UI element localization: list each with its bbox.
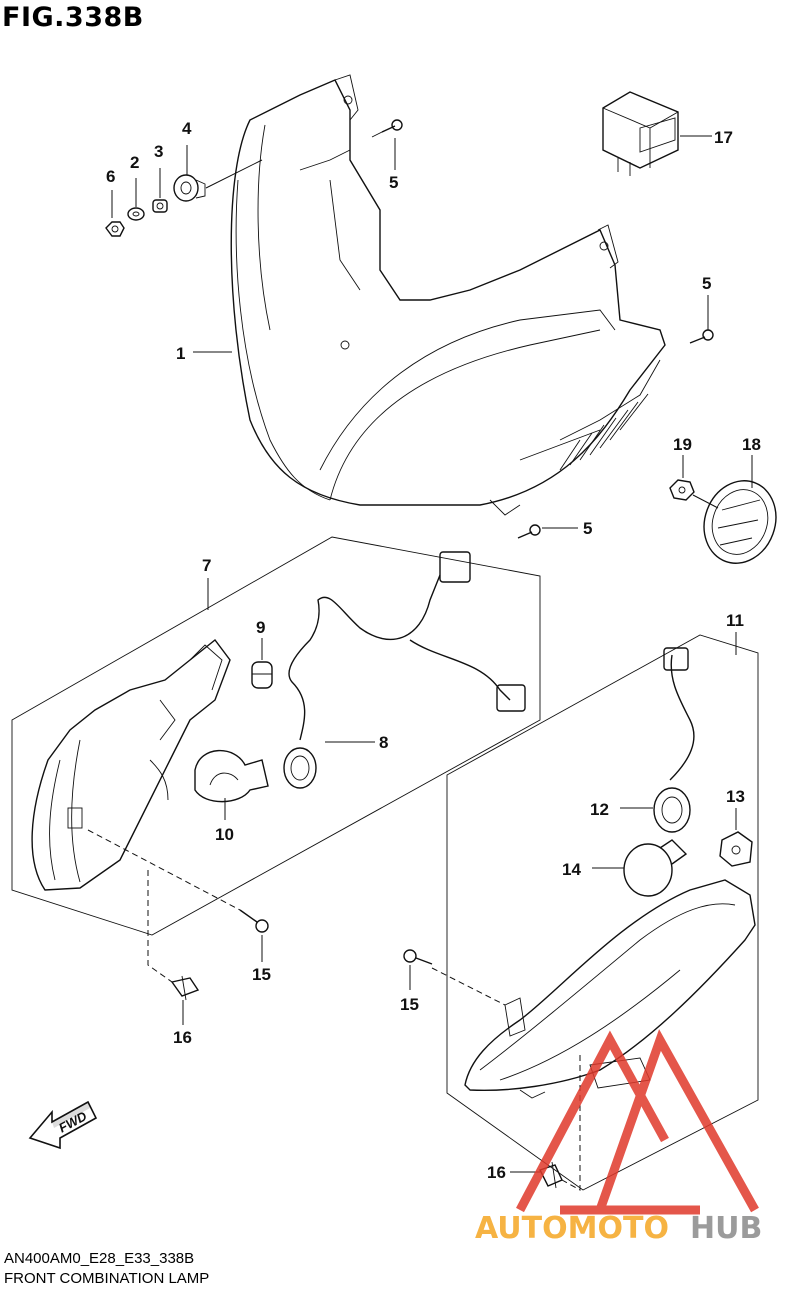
collar-3[interactable]: [152, 199, 168, 213]
callout-5-top: 5: [389, 173, 398, 192]
callout-2: 2: [130, 153, 139, 172]
callout-5-bottom: 5: [583, 519, 592, 538]
callout-8: 8: [379, 733, 388, 752]
callout-10: 10: [215, 825, 234, 844]
callout-14: 14: [562, 860, 581, 879]
callout-4: 4: [182, 119, 192, 138]
screw-5-top[interactable]: [371, 119, 403, 138]
callout-15-left: 15: [252, 965, 271, 984]
callout-9: 9: [256, 618, 265, 637]
figure-caption: FRONT COMBINATION LAMP: [4, 1270, 210, 1287]
clip-16-left[interactable]: [170, 975, 200, 1001]
callout-18: 18: [742, 435, 761, 454]
callout-17: 17: [714, 128, 733, 147]
washer-2[interactable]: [127, 207, 145, 221]
figure-title: FIG.338B: [2, 2, 144, 33]
callout-6: 6: [106, 167, 115, 186]
grommet-4[interactable]: [173, 174, 206, 202]
callout-13: 13: [726, 787, 745, 806]
screw-15-left[interactable]: [239, 909, 269, 933]
headlamp-housing[interactable]: [230, 74, 666, 516]
screw-5-bottom[interactable]: [517, 524, 541, 539]
callout-1: 1: [176, 344, 185, 363]
callout-3: 3: [154, 142, 163, 161]
bulb-10[interactable]: [194, 749, 269, 803]
watermark-text-b: HUB: [690, 1211, 762, 1246]
reflector-18[interactable]: [693, 471, 788, 574]
bulb-14[interactable]: [623, 839, 688, 897]
callout-16-right: 16: [487, 1163, 506, 1182]
group-box-11: [446, 634, 759, 1191]
grommet-13[interactable]: [719, 831, 753, 867]
group-box-7: [11, 536, 541, 936]
wire-harness-8[interactable]: [283, 551, 526, 789]
model-code: AN400AM0_E28_E33_338B: [4, 1250, 195, 1267]
callout-15-right: 15: [400, 995, 419, 1014]
nut-19[interactable]: [669, 479, 695, 501]
relay-17[interactable]: [602, 91, 679, 176]
callout-19: 19: [673, 435, 692, 454]
socket-12[interactable]: [653, 647, 695, 833]
screw-15-right[interactable]: [403, 949, 433, 965]
screw-5-right[interactable]: [689, 329, 714, 344]
callout-5-right: 5: [702, 274, 711, 293]
callout-7: 7: [202, 556, 211, 575]
left-turn-signal-lamp[interactable]: [31, 639, 231, 891]
watermark-text-a: AUTOMOTO: [475, 1211, 669, 1246]
grommet-9[interactable]: [251, 661, 273, 689]
callout-16-left: 16: [173, 1028, 192, 1047]
right-turn-signal-lamp[interactable]: [464, 879, 756, 1099]
nut-6[interactable]: [105, 221, 125, 237]
callout-11: 11: [726, 611, 744, 630]
fwd-direction-arrow: FWD: [28, 1100, 98, 1150]
watermark-logo: AUTOMOTO HUB: [475, 1029, 762, 1246]
callout-12: 12: [590, 800, 609, 819]
